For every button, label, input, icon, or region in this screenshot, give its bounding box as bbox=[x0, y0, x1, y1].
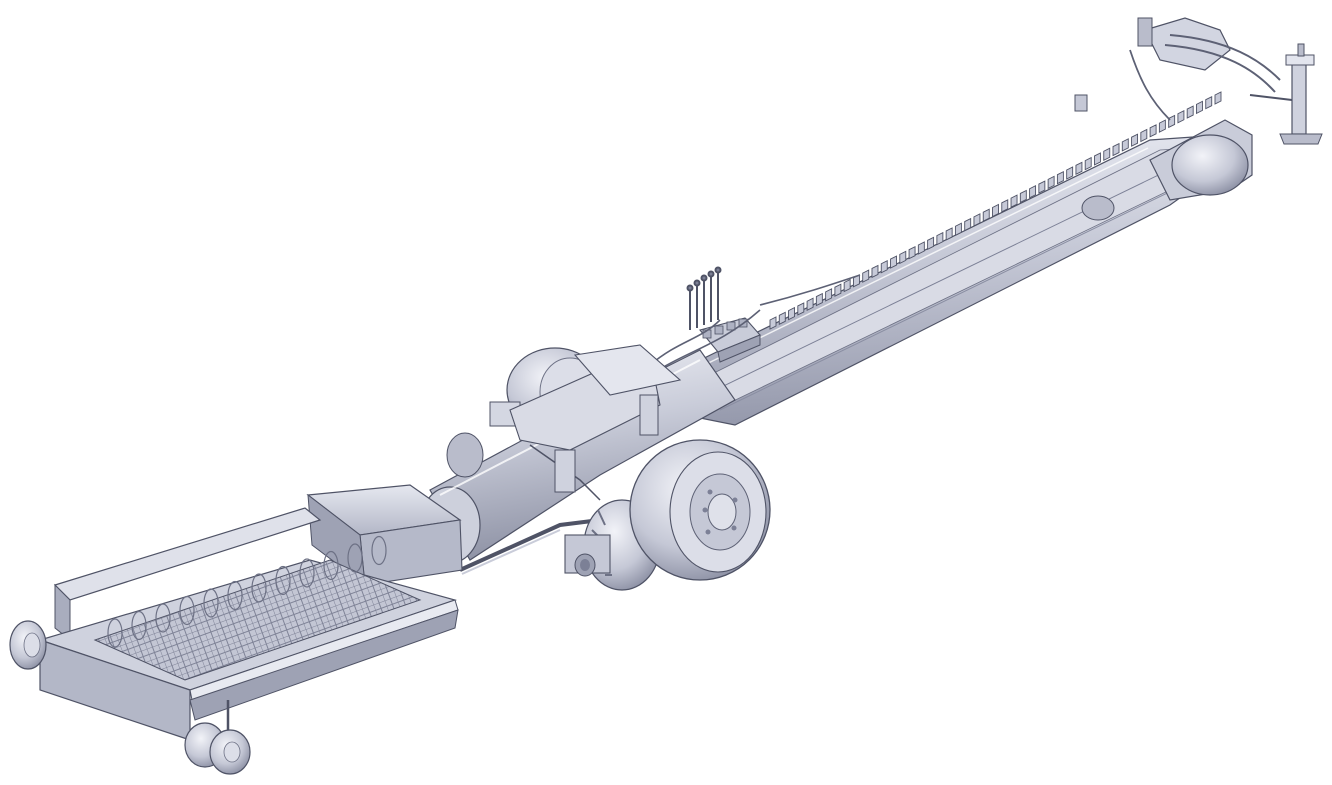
flight-tooth bbox=[1214, 91, 1222, 105]
grate-rib bbox=[155, 603, 171, 633]
flight-tooth bbox=[1140, 128, 1148, 143]
flight-tooth bbox=[1066, 166, 1074, 180]
auger-boom bbox=[689, 134, 1241, 426]
flight-tooth bbox=[1186, 105, 1194, 119]
flight-ladder bbox=[769, 91, 1222, 330]
grate-rib bbox=[203, 588, 219, 618]
flight-tooth bbox=[936, 231, 944, 246]
flight-tooth bbox=[1075, 161, 1083, 176]
flight-tooth bbox=[1094, 152, 1101, 166]
flight-tooth bbox=[945, 227, 953, 241]
hopper-grate bbox=[93, 535, 422, 681]
flight-tooth bbox=[973, 213, 981, 227]
flight-tooth bbox=[1177, 110, 1185, 124]
grate-rib bbox=[299, 558, 315, 588]
flight-tooth bbox=[880, 260, 888, 274]
flight-tooth bbox=[917, 241, 925, 255]
flight-tooth bbox=[769, 316, 777, 330]
jack-stand bbox=[1249, 43, 1323, 145]
grate-rib bbox=[347, 543, 363, 573]
grate-rib bbox=[227, 580, 243, 611]
flight-tooth bbox=[899, 250, 907, 265]
flight-tooth bbox=[890, 255, 897, 269]
flight-tooth bbox=[1029, 185, 1037, 199]
grate-rib bbox=[251, 573, 267, 603]
flight-tooth bbox=[1056, 170, 1064, 185]
main-wheel-right bbox=[629, 439, 771, 581]
flight-tooth bbox=[825, 288, 833, 302]
flight-tooth bbox=[1047, 175, 1055, 190]
front-caster-wheels bbox=[9, 620, 47, 670]
main-tube bbox=[419, 344, 736, 575]
grate-rib bbox=[323, 550, 339, 581]
flight-tooth bbox=[788, 306, 795, 321]
grate-rib bbox=[179, 595, 195, 626]
flight-tooth bbox=[964, 217, 972, 232]
flight-tooth bbox=[871, 264, 879, 279]
flight-tooth bbox=[954, 222, 962, 236]
flight-tooth bbox=[1196, 100, 1203, 115]
flight-tooth bbox=[834, 283, 842, 297]
grate-rib bbox=[107, 618, 123, 648]
flight-tooth bbox=[1131, 133, 1139, 147]
flight-tooth bbox=[1112, 142, 1120, 157]
flight-tooth bbox=[927, 236, 935, 251]
rear-caster-wheel bbox=[184, 700, 251, 775]
flight-tooth bbox=[1019, 189, 1027, 204]
flight-tooth bbox=[1205, 95, 1213, 110]
transition-housing bbox=[306, 484, 463, 587]
flight-tooth bbox=[1010, 194, 1018, 208]
grate-rib bbox=[131, 610, 147, 641]
flight-tooth bbox=[1084, 156, 1092, 171]
flight-tooth bbox=[1158, 119, 1166, 133]
flight-tooth bbox=[843, 278, 851, 293]
grate-rib bbox=[371, 535, 387, 566]
tube-clamp bbox=[554, 394, 659, 493]
flight-tooth bbox=[1038, 180, 1046, 194]
flight-tooth bbox=[1103, 147, 1111, 161]
flight-tooth bbox=[1168, 114, 1176, 129]
hydraulic-valve-bank bbox=[649, 274, 861, 373]
grate-rib bbox=[275, 565, 291, 596]
flight-tooth bbox=[1121, 138, 1129, 152]
flight-tooth bbox=[806, 297, 814, 311]
flight-tooth bbox=[908, 245, 916, 260]
head-drive bbox=[1074, 17, 1281, 221]
flight-tooth bbox=[1149, 124, 1157, 138]
flight-tooth bbox=[1001, 199, 1009, 213]
flight-tooth bbox=[982, 208, 990, 222]
flight-tooth bbox=[992, 203, 999, 218]
flight-tooth bbox=[815, 292, 823, 307]
flight-tooth bbox=[862, 269, 870, 283]
flight-tooth bbox=[797, 302, 805, 316]
control-levers[interactable] bbox=[686, 266, 722, 331]
flight-tooth bbox=[778, 311, 786, 326]
